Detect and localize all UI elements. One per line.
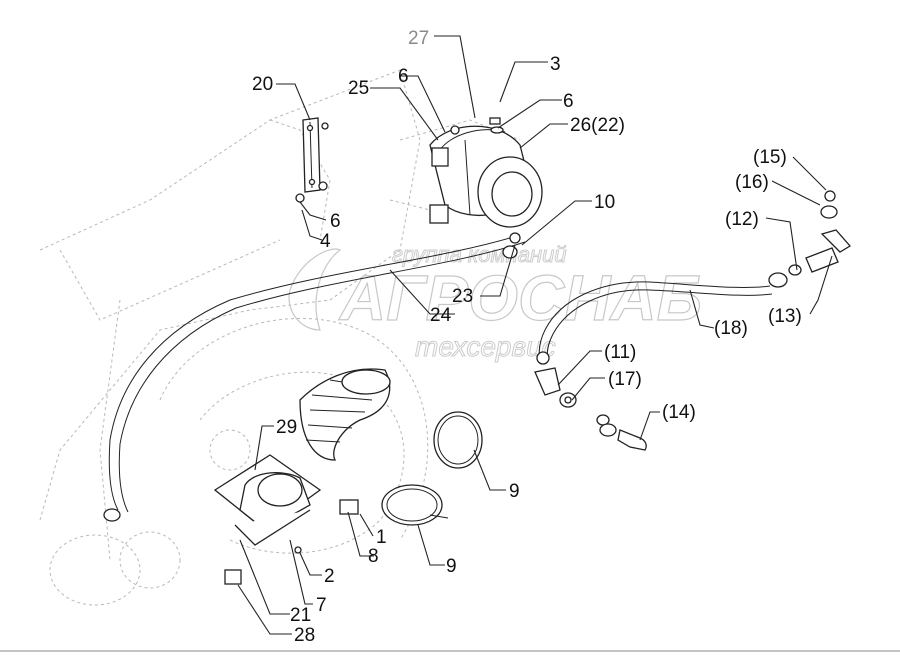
hose-18	[534, 281, 773, 408]
elbow-fitting-14	[596, 414, 647, 451]
hose-clamps	[381, 411, 483, 526]
callout-13: (13)	[768, 306, 802, 327]
watermark-line3: техсервис	[415, 331, 556, 362]
tee-fitting-group	[768, 190, 852, 288]
callout-1: 1	[376, 527, 387, 548]
hose-24	[103, 232, 526, 522]
leader-lines	[237, 35, 833, 635]
bracket-part	[295, 117, 329, 203]
watermark-line2: АГРОСНАБ	[338, 262, 702, 334]
callout-6-right: 6	[563, 91, 574, 112]
callout-6-top: 6	[398, 66, 409, 87]
callout-15: (15)	[753, 147, 787, 168]
callout-25: 25	[348, 78, 369, 99]
callout-8: 8	[368, 546, 379, 567]
callout-20: 20	[252, 74, 273, 95]
callout-28: 28	[294, 625, 315, 646]
callout-17: (17)	[608, 369, 642, 390]
callout-10: 10	[594, 192, 615, 213]
watermark: группа компаний АГРОСНАБ техсервис	[288, 242, 703, 363]
callout-16: (16)	[735, 172, 769, 193]
callout-14: (14)	[662, 402, 696, 423]
air-filter-housing	[429, 117, 543, 228]
callout-6-left: 6	[330, 211, 341, 232]
callout-3: 3	[550, 54, 561, 75]
callout-11: (11)	[604, 342, 636, 363]
corrugated-hose	[299, 368, 391, 461]
callout-9-top: 9	[509, 481, 520, 502]
callout-29: 29	[276, 417, 297, 438]
callout-7: 7	[316, 595, 327, 616]
callout-24: 24	[430, 305, 452, 326]
callout-labels: 27 3 20 25 6 6 26(22) (15) (16) 6 4 10 (…	[252, 28, 802, 646]
callout-18: (18)	[714, 318, 748, 339]
callout-21: 21	[290, 605, 311, 626]
callout-2: 2	[324, 566, 335, 587]
callout-26-22: 26(22)	[570, 115, 625, 136]
callout-4: 4	[320, 231, 331, 252]
callout-23: 23	[452, 286, 473, 307]
intake-adapter	[213, 454, 359, 585]
callout-12: (12)	[725, 209, 759, 230]
callout-9-bottom: 9	[446, 556, 457, 577]
callout-27: 27	[408, 28, 429, 49]
